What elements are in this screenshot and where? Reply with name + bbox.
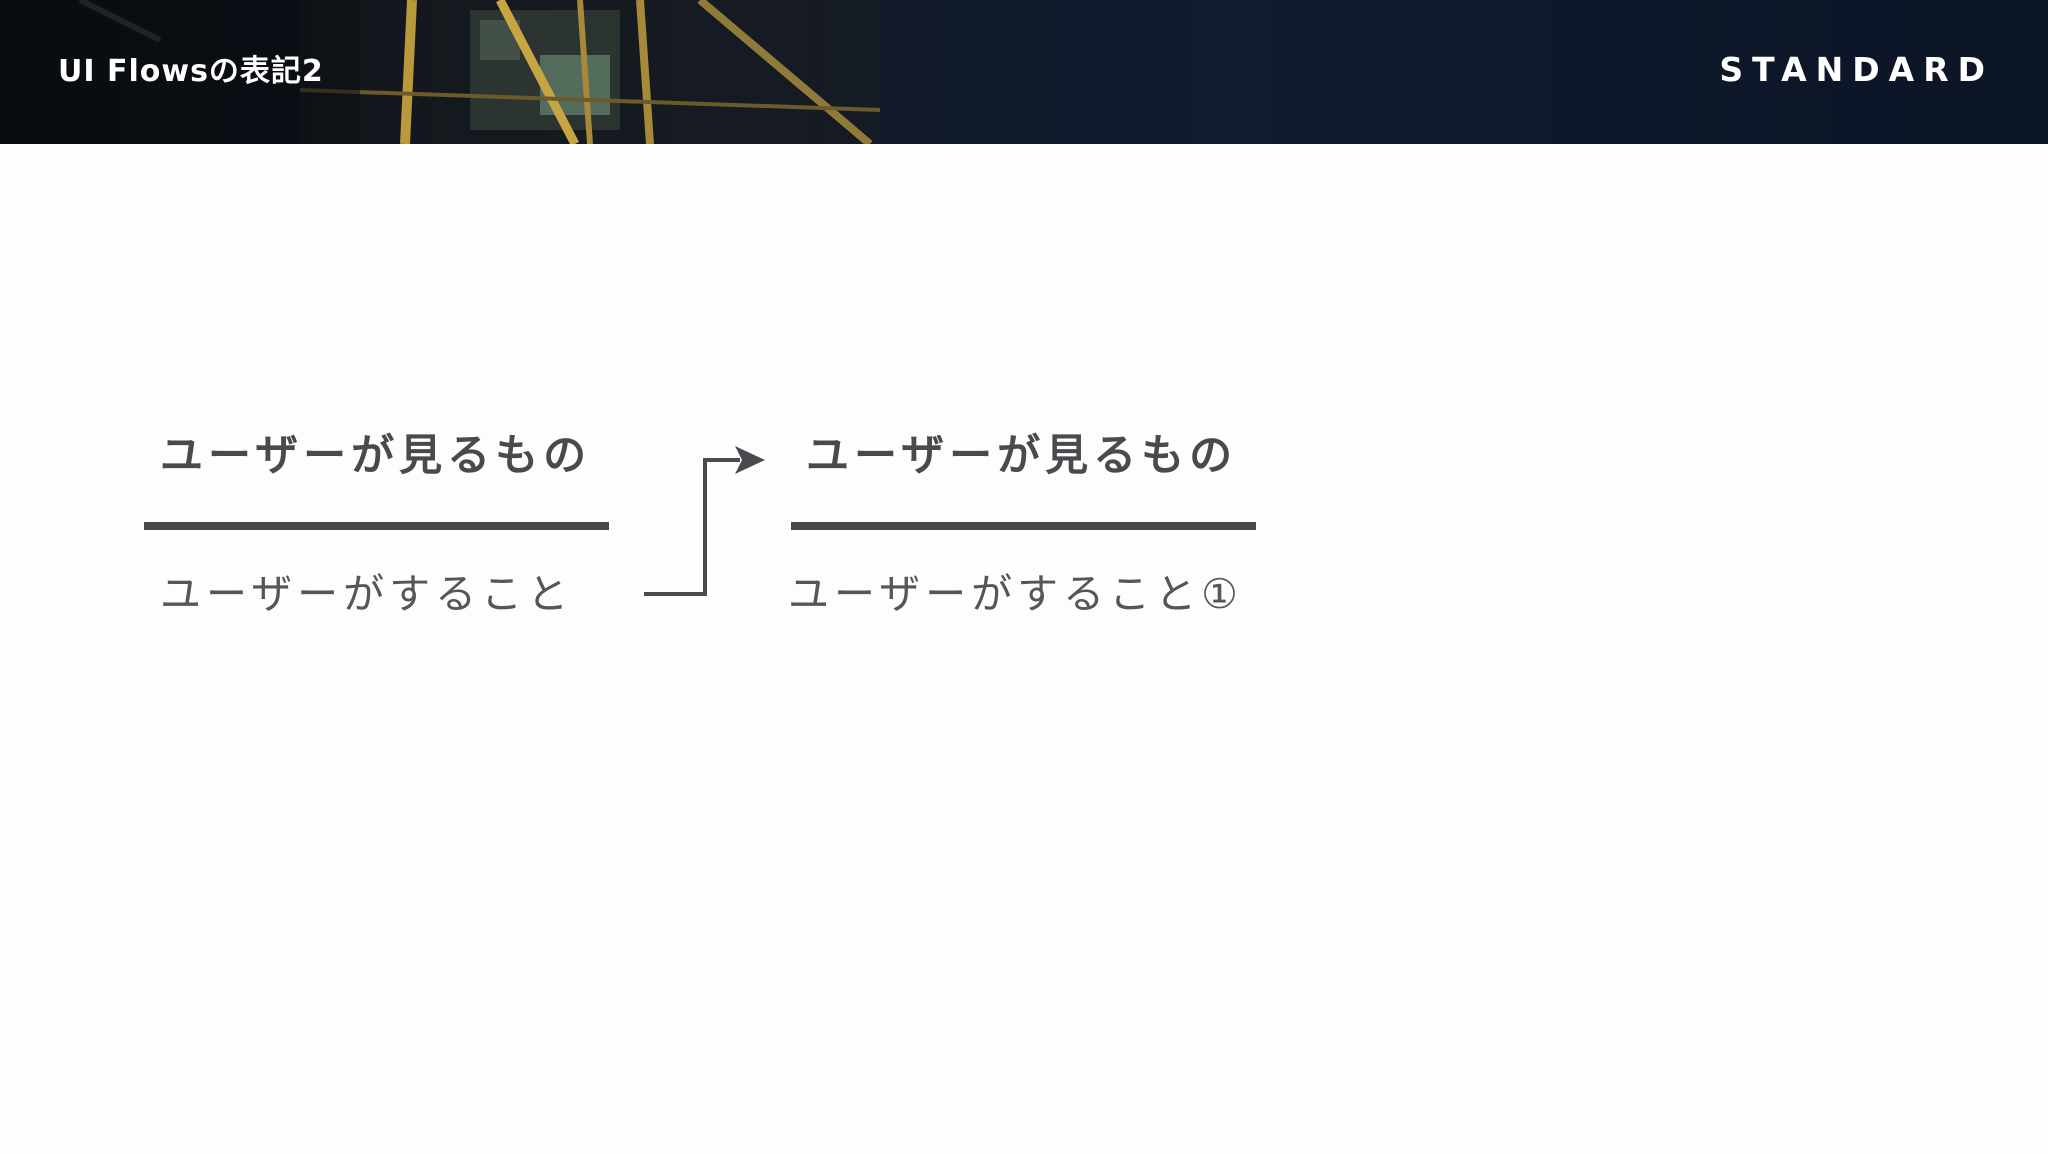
brand-logo: STANDARD [1719,50,1994,89]
header-banner: UI Flowsの表記2 STANDARD [0,0,2048,144]
right-screen-action: ユーザーがすること① [788,570,1243,618]
header-photo [0,0,2048,144]
left-screen-title: ユーザーが見るもの [160,431,592,481]
right-screen-divider [791,522,1256,530]
flow-arrow [644,446,765,596]
slide-title: UI Flowsの表記2 [58,54,324,89]
left-screen-divider [144,522,609,530]
left-screen-action: ユーザーがすること [160,570,574,618]
right-screen-title: ユーザーが見るもの [806,431,1238,481]
